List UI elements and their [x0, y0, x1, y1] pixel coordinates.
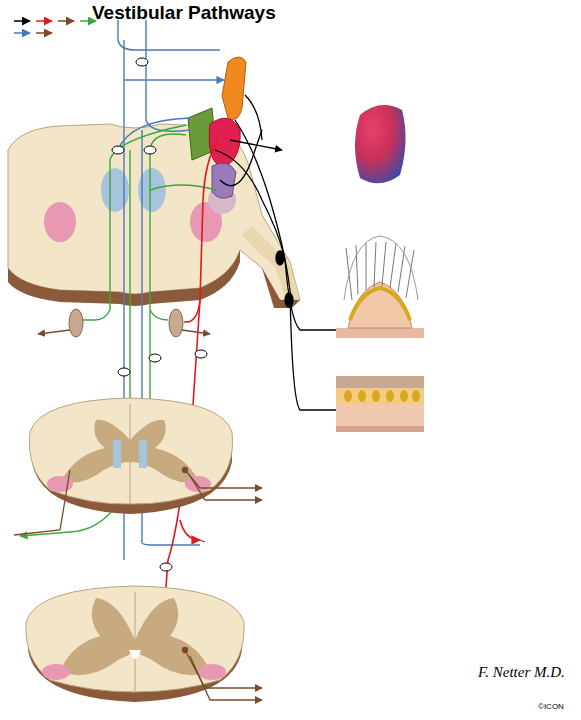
crista-ampullaris — [336, 236, 424, 338]
copyright-mark: ©ICON — [538, 702, 564, 711]
macula — [336, 376, 424, 432]
motor-outputs — [14, 468, 262, 701]
diagram-title: Vestibular Pathways — [92, 2, 276, 24]
signature: F. Netter M.D. — [478, 664, 565, 681]
ganglia — [38, 309, 210, 337]
legend-arrows — [14, 21, 96, 33]
spinal-cord-cervical — [29, 398, 232, 514]
spinal-cord-lumbar — [26, 586, 244, 702]
nucleus-model — [355, 105, 406, 183]
vestibular-nuclei — [188, 57, 246, 198]
vestibular-nerve — [215, 95, 410, 410]
brainstem-section — [8, 124, 300, 308]
